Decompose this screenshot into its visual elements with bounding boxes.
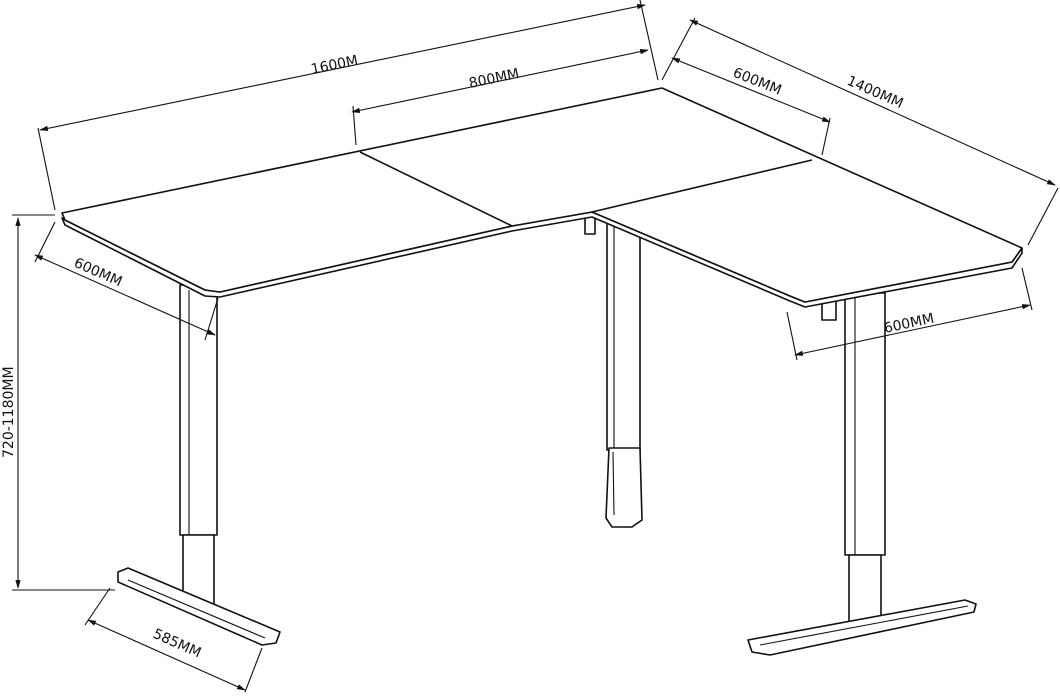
middle-leg: [584, 213, 643, 528]
label-800: 800MM: [468, 66, 521, 92]
left-leg: [117, 284, 281, 646]
label-1400: 1400MM: [844, 73, 905, 112]
dimension-lines: [12, 0, 1059, 693]
right-leg: [747, 292, 977, 656]
desk-top: [61, 87, 1023, 308]
label-1600: 1600M: [310, 53, 360, 78]
label-600-bottom-right: 600MM: [883, 311, 936, 337]
seam-left: [359, 151, 513, 227]
label-585: 585MM: [150, 626, 203, 661]
label-600-left: 600MM: [71, 255, 124, 290]
label-600-top-right: 600MM: [731, 65, 784, 99]
label-height: 720-1180MM: [1, 366, 17, 458]
